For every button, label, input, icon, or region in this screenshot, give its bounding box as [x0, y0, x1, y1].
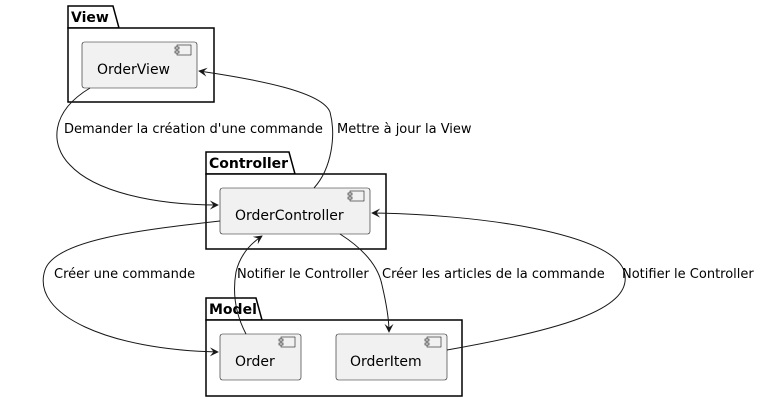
edge-controller-to-orderitem: [339, 233, 394, 333]
edge-label-notifier-1: Notifier le Controller: [237, 267, 369, 282]
component-icon: [347, 190, 365, 202]
package-view-title: View: [71, 10, 109, 26]
edge-label-creer-commande: Créer une commande: [54, 267, 195, 282]
package-model-title: Model: [209, 302, 257, 318]
edge-orderitem-to-controller: [371, 208, 626, 351]
order-item-label: OrderItem: [350, 354, 422, 370]
edge-controller-to-view: [198, 67, 334, 189]
edge-view-to-controller: [56, 87, 219, 210]
edge-label-mettre-a-jour: Mettre à jour la View: [337, 122, 472, 137]
edge-order-to-controller: [233, 235, 263, 335]
order-label: Order: [235, 354, 275, 370]
order-view-label: OrderView: [97, 62, 170, 78]
component-icon: [174, 44, 192, 56]
order-controller-label: OrderController: [235, 208, 344, 224]
edge-label-creer-articles: Créer les articles de la commande: [382, 267, 605, 282]
package-controller-title: Controller: [209, 156, 288, 172]
edge-label-demander: Demander la création d'une commande: [64, 122, 323, 137]
component-icon: [424, 336, 442, 348]
component-order-view[interactable]: OrderView: [81, 41, 198, 89]
component-order[interactable]: Order: [219, 333, 302, 381]
edge-controller-to-order: [42, 220, 221, 357]
component-order-controller[interactable]: OrderController: [219, 187, 371, 235]
component-icon: [278, 336, 296, 348]
component-order-item[interactable]: OrderItem: [335, 333, 448, 381]
edge-label-notifier-2: Notifier le Controller: [622, 267, 754, 282]
